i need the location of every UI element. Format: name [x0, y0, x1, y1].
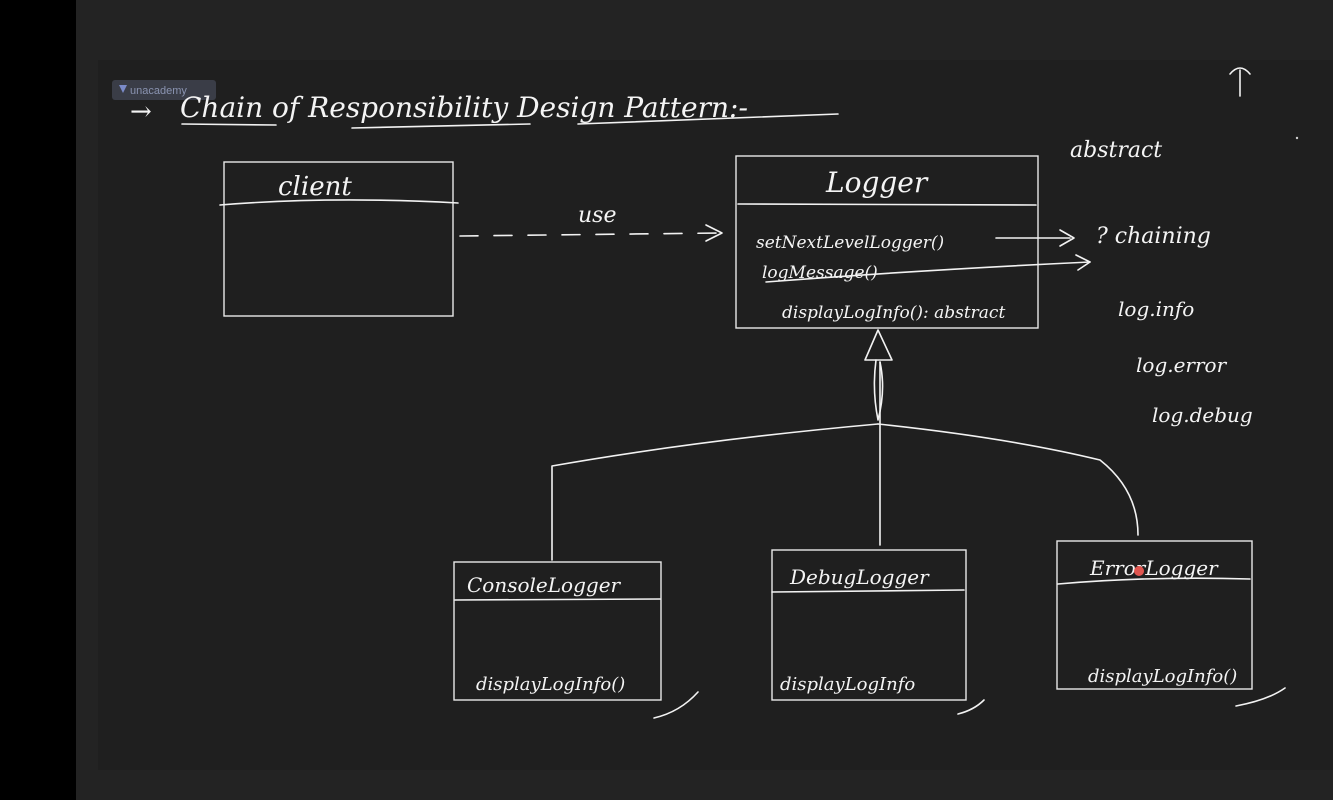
association-dashed-line	[459, 232, 721, 237]
whiteboard-area	[98, 60, 1333, 770]
console-logger-box: ConsoleLogger displayLogInfo()	[453, 561, 699, 719]
logger-class-box: Logger setNextLevelLogger() logMessage()…	[735, 155, 1091, 329]
logger-box-divider	[737, 203, 1037, 206]
title-arrow: →	[130, 97, 152, 127]
page-title: Chain of Responsibility Design Pattern:-	[180, 91, 748, 124]
title-group: → Chain of Responsibility Design Pattern…	[130, 91, 839, 129]
inheritance-stem	[873, 359, 884, 421]
logger-box-outline	[735, 155, 1039, 329]
debug-logger-outline	[771, 549, 967, 701]
debug-tick-mark	[957, 699, 985, 715]
logmessage-arrow-line	[765, 261, 1091, 283]
logger-method-3: displayLogInfo(): abstract	[782, 303, 1005, 323]
client-class-box: client	[219, 161, 459, 317]
watermark-label: unacademy	[130, 85, 187, 97]
error-logger-box: ErrorLogger displayLogInfo()	[1056, 540, 1286, 707]
logger-class-name: Logger	[825, 166, 929, 199]
debug-logger-method: displayLogInfo	[780, 674, 915, 695]
console-logger-name: ConsoleLogger	[467, 573, 622, 597]
client-box-outline	[223, 161, 454, 317]
client-logger-association: use	[459, 203, 723, 242]
unacademy-watermark: unacademy	[112, 80, 216, 100]
error-logger-divider	[1057, 577, 1251, 585]
console-tick-mark	[653, 691, 699, 719]
error-logger-method: displayLogInfo()	[1088, 666, 1237, 687]
cursor-dot-icon	[1134, 566, 1144, 576]
inheritance-line-error	[877, 423, 1139, 536]
logger-method-2: logMessage()	[762, 263, 878, 283]
logger-method-1: setNextLevelLogger()	[756, 233, 944, 253]
note-level-error: log.error	[1136, 353, 1228, 377]
error-logger-name: ErrorLogger	[1089, 556, 1219, 580]
console-logger-divider	[454, 598, 661, 601]
error-tick-mark	[1235, 687, 1286, 707]
title-underline-responsibility	[351, 123, 531, 129]
title-underline-design	[577, 113, 839, 125]
whiteboard-canvas[interactable]	[76, 0, 1333, 800]
client-box-divider	[219, 199, 459, 206]
inheritance-lines	[551, 329, 1139, 561]
left-black-strip	[0, 0, 76, 800]
debug-logger-box: DebugLogger displayLogInfo	[771, 549, 985, 715]
note-level-debug: log.debug	[1152, 403, 1253, 427]
client-label: client	[278, 172, 352, 202]
association-label: use	[578, 203, 616, 228]
console-logger-outline	[453, 561, 662, 701]
note-abstract: abstract	[1070, 138, 1162, 163]
error-logger-outline	[1056, 540, 1253, 690]
side-notes: abstract ? chaining log.info log.error l…	[1070, 138, 1253, 427]
watermark-bg	[112, 80, 216, 100]
debug-logger-divider	[771, 589, 965, 593]
note-level-info: log.info	[1118, 297, 1194, 321]
association-arrowhead	[705, 224, 723, 242]
debug-logger-name: DebugLogger	[789, 565, 930, 589]
chaining-arrowhead	[1059, 229, 1075, 247]
inheritance-triangle	[864, 329, 893, 361]
console-logger-method: displayLogInfo()	[476, 674, 625, 695]
title-underline-chain	[181, 123, 277, 126]
arrow-up-icon	[1229, 67, 1251, 97]
stray-dot	[1295, 136, 1299, 140]
unacademy-logo-icon	[119, 85, 127, 93]
inheritance-line-console	[551, 423, 879, 561]
logmessage-arrowhead	[1075, 254, 1091, 271]
note-chaining: ? chaining	[1096, 224, 1211, 249]
